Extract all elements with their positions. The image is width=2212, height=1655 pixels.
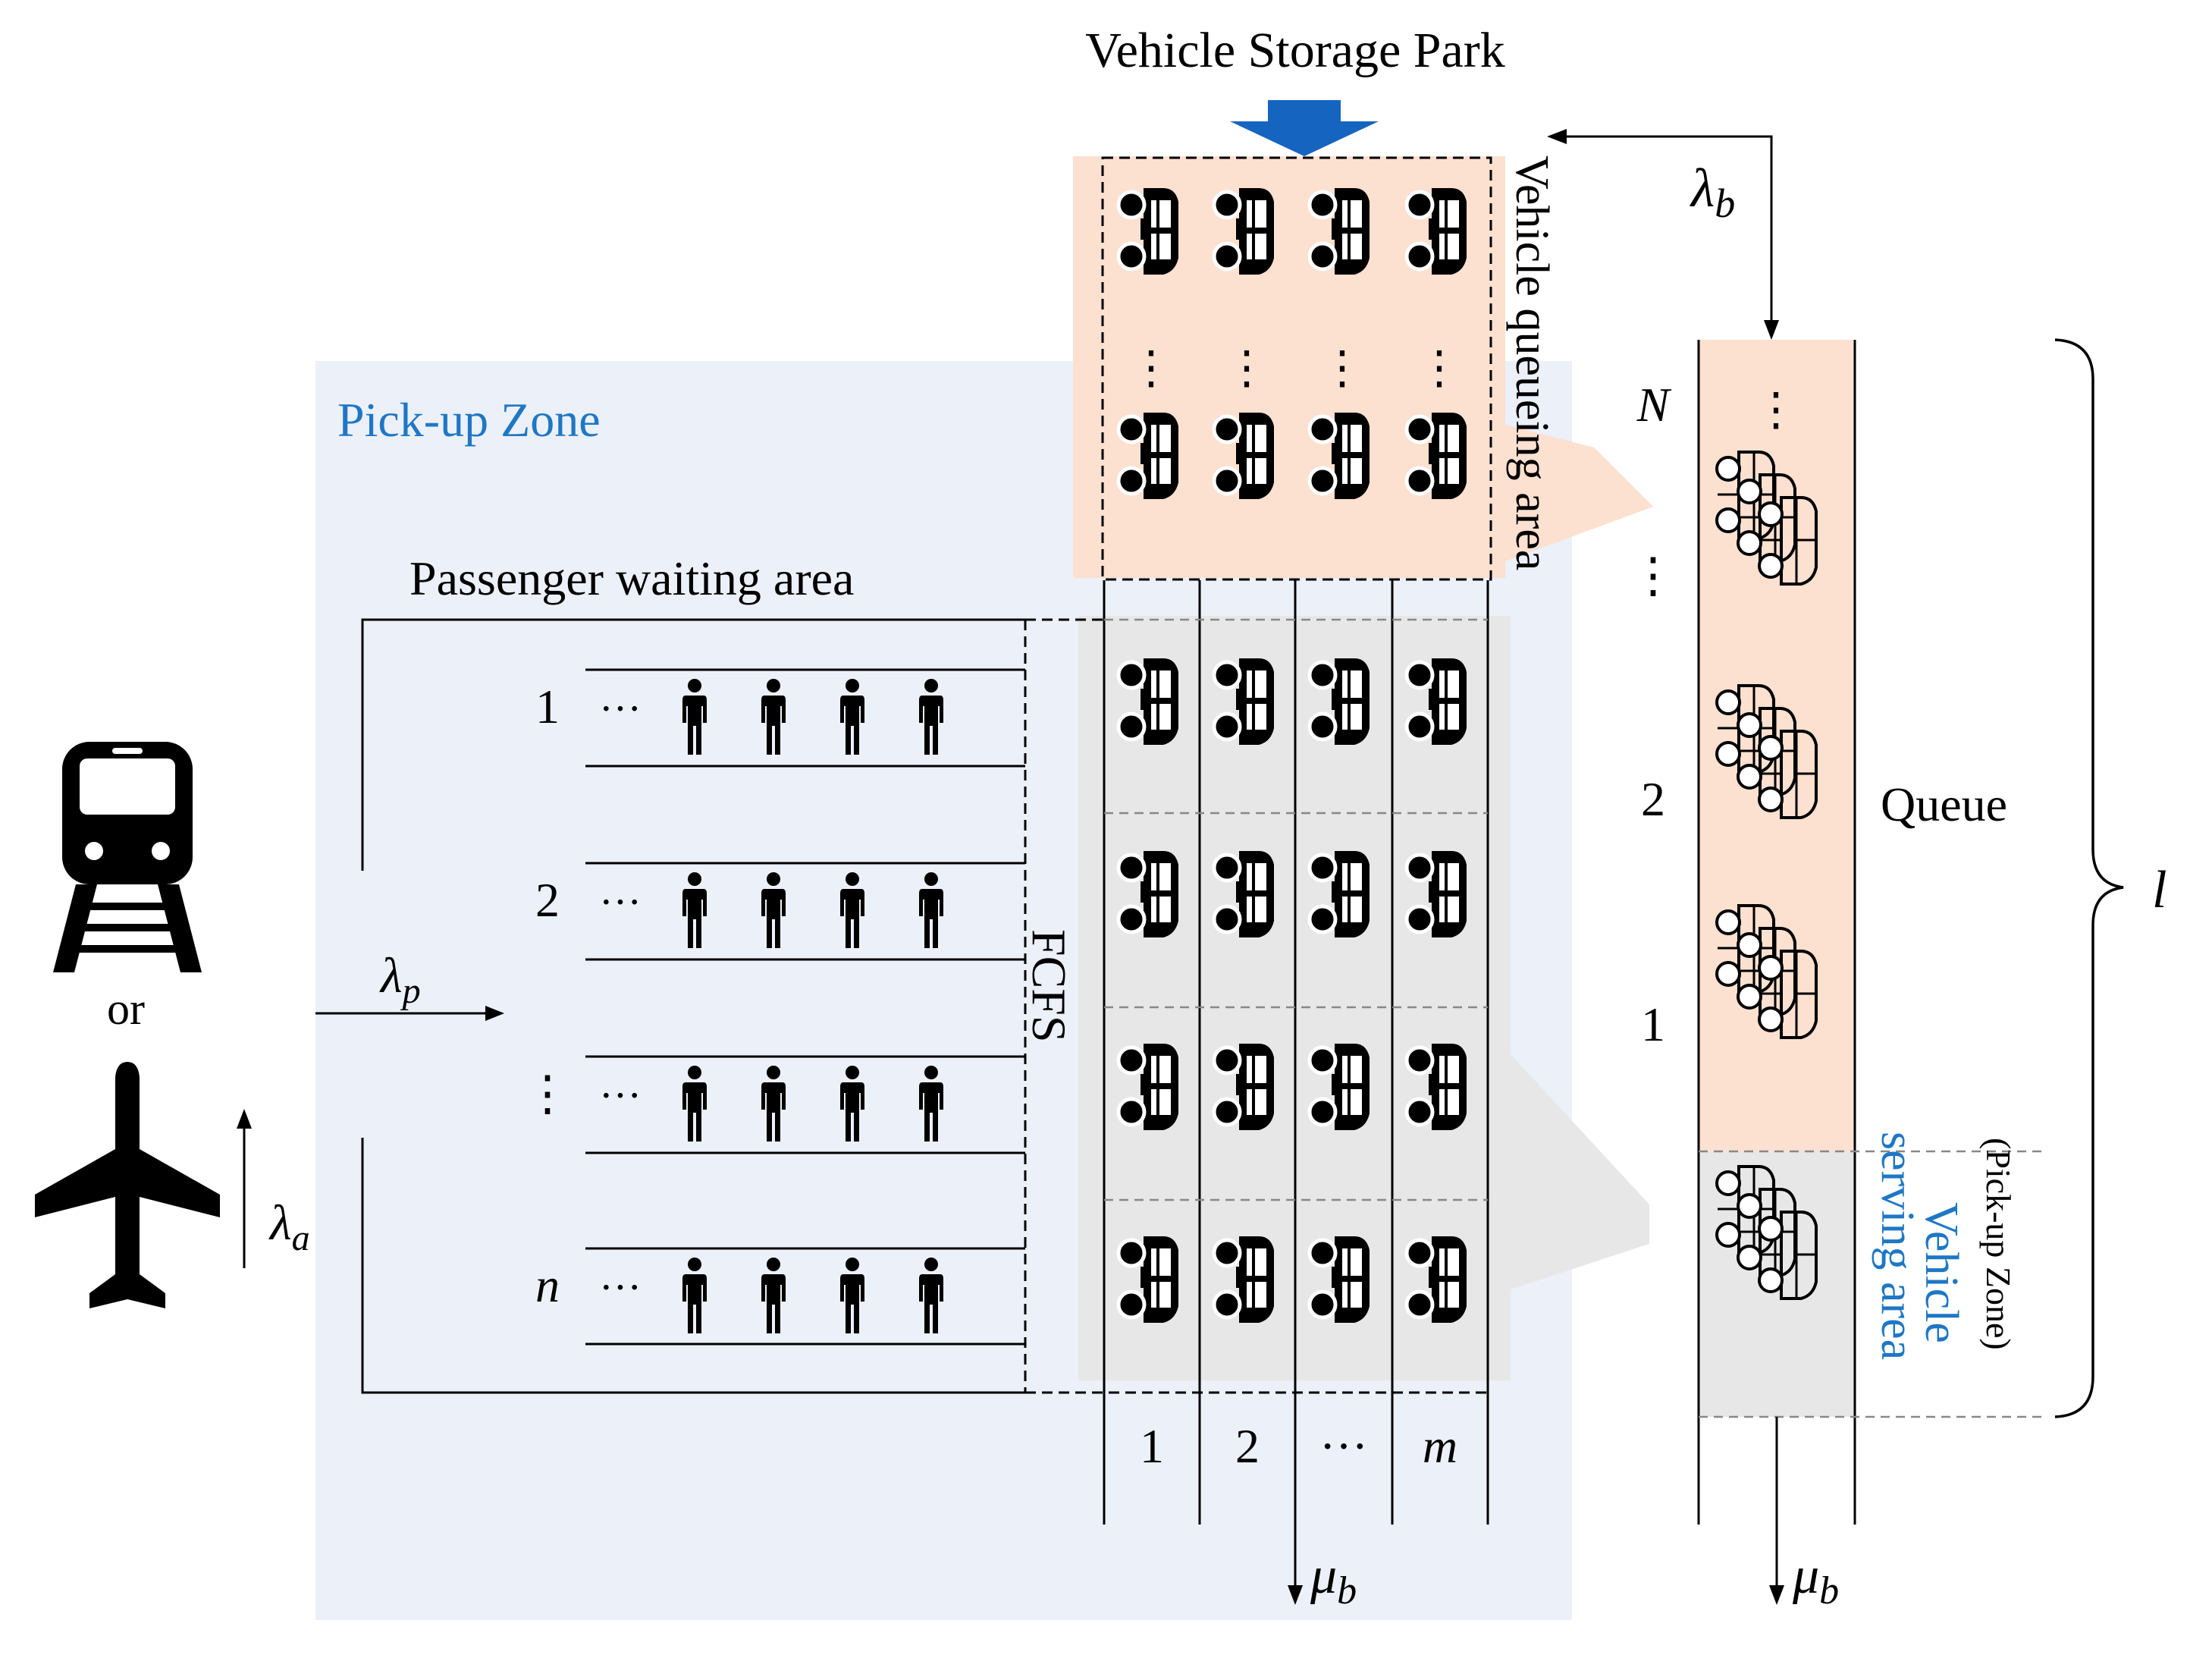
serving-label-2: serving area (1872, 1132, 1923, 1360)
vertical-ellipsis: ⋮ (1417, 343, 1462, 393)
zoom-wedge-serving (1511, 1054, 1649, 1289)
mu-b-left-label: μb (1310, 1547, 1357, 1613)
diagram-title: Vehicle Storage Park (1085, 23, 1505, 78)
passenger-row-label: 1 (535, 680, 560, 733)
lambda-a-arrow (237, 1109, 252, 1268)
lane-label: ··· (1319, 1419, 1368, 1473)
lambda-p-label: λp (379, 948, 421, 1011)
lambda-a-label: λa (268, 1195, 310, 1258)
dynamic-layer: ⋮ ⋮ ⋮ ⋮ 1 ··· 2 ··· ⋮ ··· n ··· 1 2 ··· m ⋮ N ⋮ 2 1 (523, 188, 1818, 1473)
passenger-row-label: n (535, 1258, 560, 1312)
right-column-lines (1697, 340, 1856, 1525)
lane-label: m (1423, 1419, 1457, 1473)
lambda-b-label: λb (1690, 158, 1735, 226)
queue-label: Queue (1881, 777, 2007, 831)
row-ellipsis: ··· (599, 1072, 642, 1120)
queue-dashed-box (1101, 156, 1492, 581)
airplane-icon (35, 1062, 220, 1308)
queue-position-label: ⋮ (1629, 548, 1677, 602)
zoom-wedge-queue (1505, 425, 1653, 561)
lambda-b-head-left (1547, 129, 1567, 144)
pickup-zone-label: Pick-up Zone (337, 393, 601, 447)
slot-dividers (1104, 618, 1488, 1201)
length-brace (2054, 338, 2124, 1418)
row-ellipsis: ··· (599, 879, 642, 926)
vehicle-queueing-label: Vehicle queueing area (1506, 155, 1558, 570)
row-ellipsis: ··· (599, 686, 642, 733)
queue-position-label: N (1636, 378, 1672, 432)
lane-label: 2 (1235, 1419, 1260, 1473)
passenger-row-label: ⋮ (523, 1066, 572, 1120)
lane-label: 1 (1140, 1419, 1164, 1473)
train-icon (53, 742, 202, 972)
mu-b-right-label: μb (1792, 1547, 1839, 1613)
row-ellipsis: ··· (599, 1264, 642, 1311)
queue-position-label: 1 (1641, 997, 1665, 1051)
queue-position-label: 2 (1641, 772, 1665, 826)
serving-note: (Pick-up Zone) (1979, 1138, 2018, 1350)
passenger-row-label: 2 (535, 873, 560, 927)
or-label: or (107, 984, 145, 1034)
lane-lines (1103, 580, 1489, 1525)
mu-b-right-arrow (1769, 1417, 1784, 1605)
vertical-ellipsis: ⋮ (1319, 343, 1365, 393)
right-vertical-ellipsis: ⋮ (1753, 385, 1799, 435)
storage-park-arrow (1230, 100, 1379, 156)
serving-label-1: Vehicle (1915, 1202, 1967, 1343)
lambda-b-arrow (1561, 135, 1773, 328)
vertical-ellipsis: ⋮ (1224, 343, 1269, 393)
mu-b-left-arrow (1288, 1494, 1303, 1605)
fcfs-label: FCFS (1022, 929, 1076, 1042)
vertical-ellipsis: ⋮ (1128, 343, 1174, 393)
passenger-area-label: Passenger waiting area (409, 551, 854, 605)
right-column-dashed (1699, 1150, 2047, 1418)
lambda-b-head-down (1764, 320, 1779, 340)
length-label: l (2152, 861, 2167, 919)
passenger-area-frame (361, 618, 1025, 1394)
lambda-p-arrow (315, 1006, 504, 1021)
